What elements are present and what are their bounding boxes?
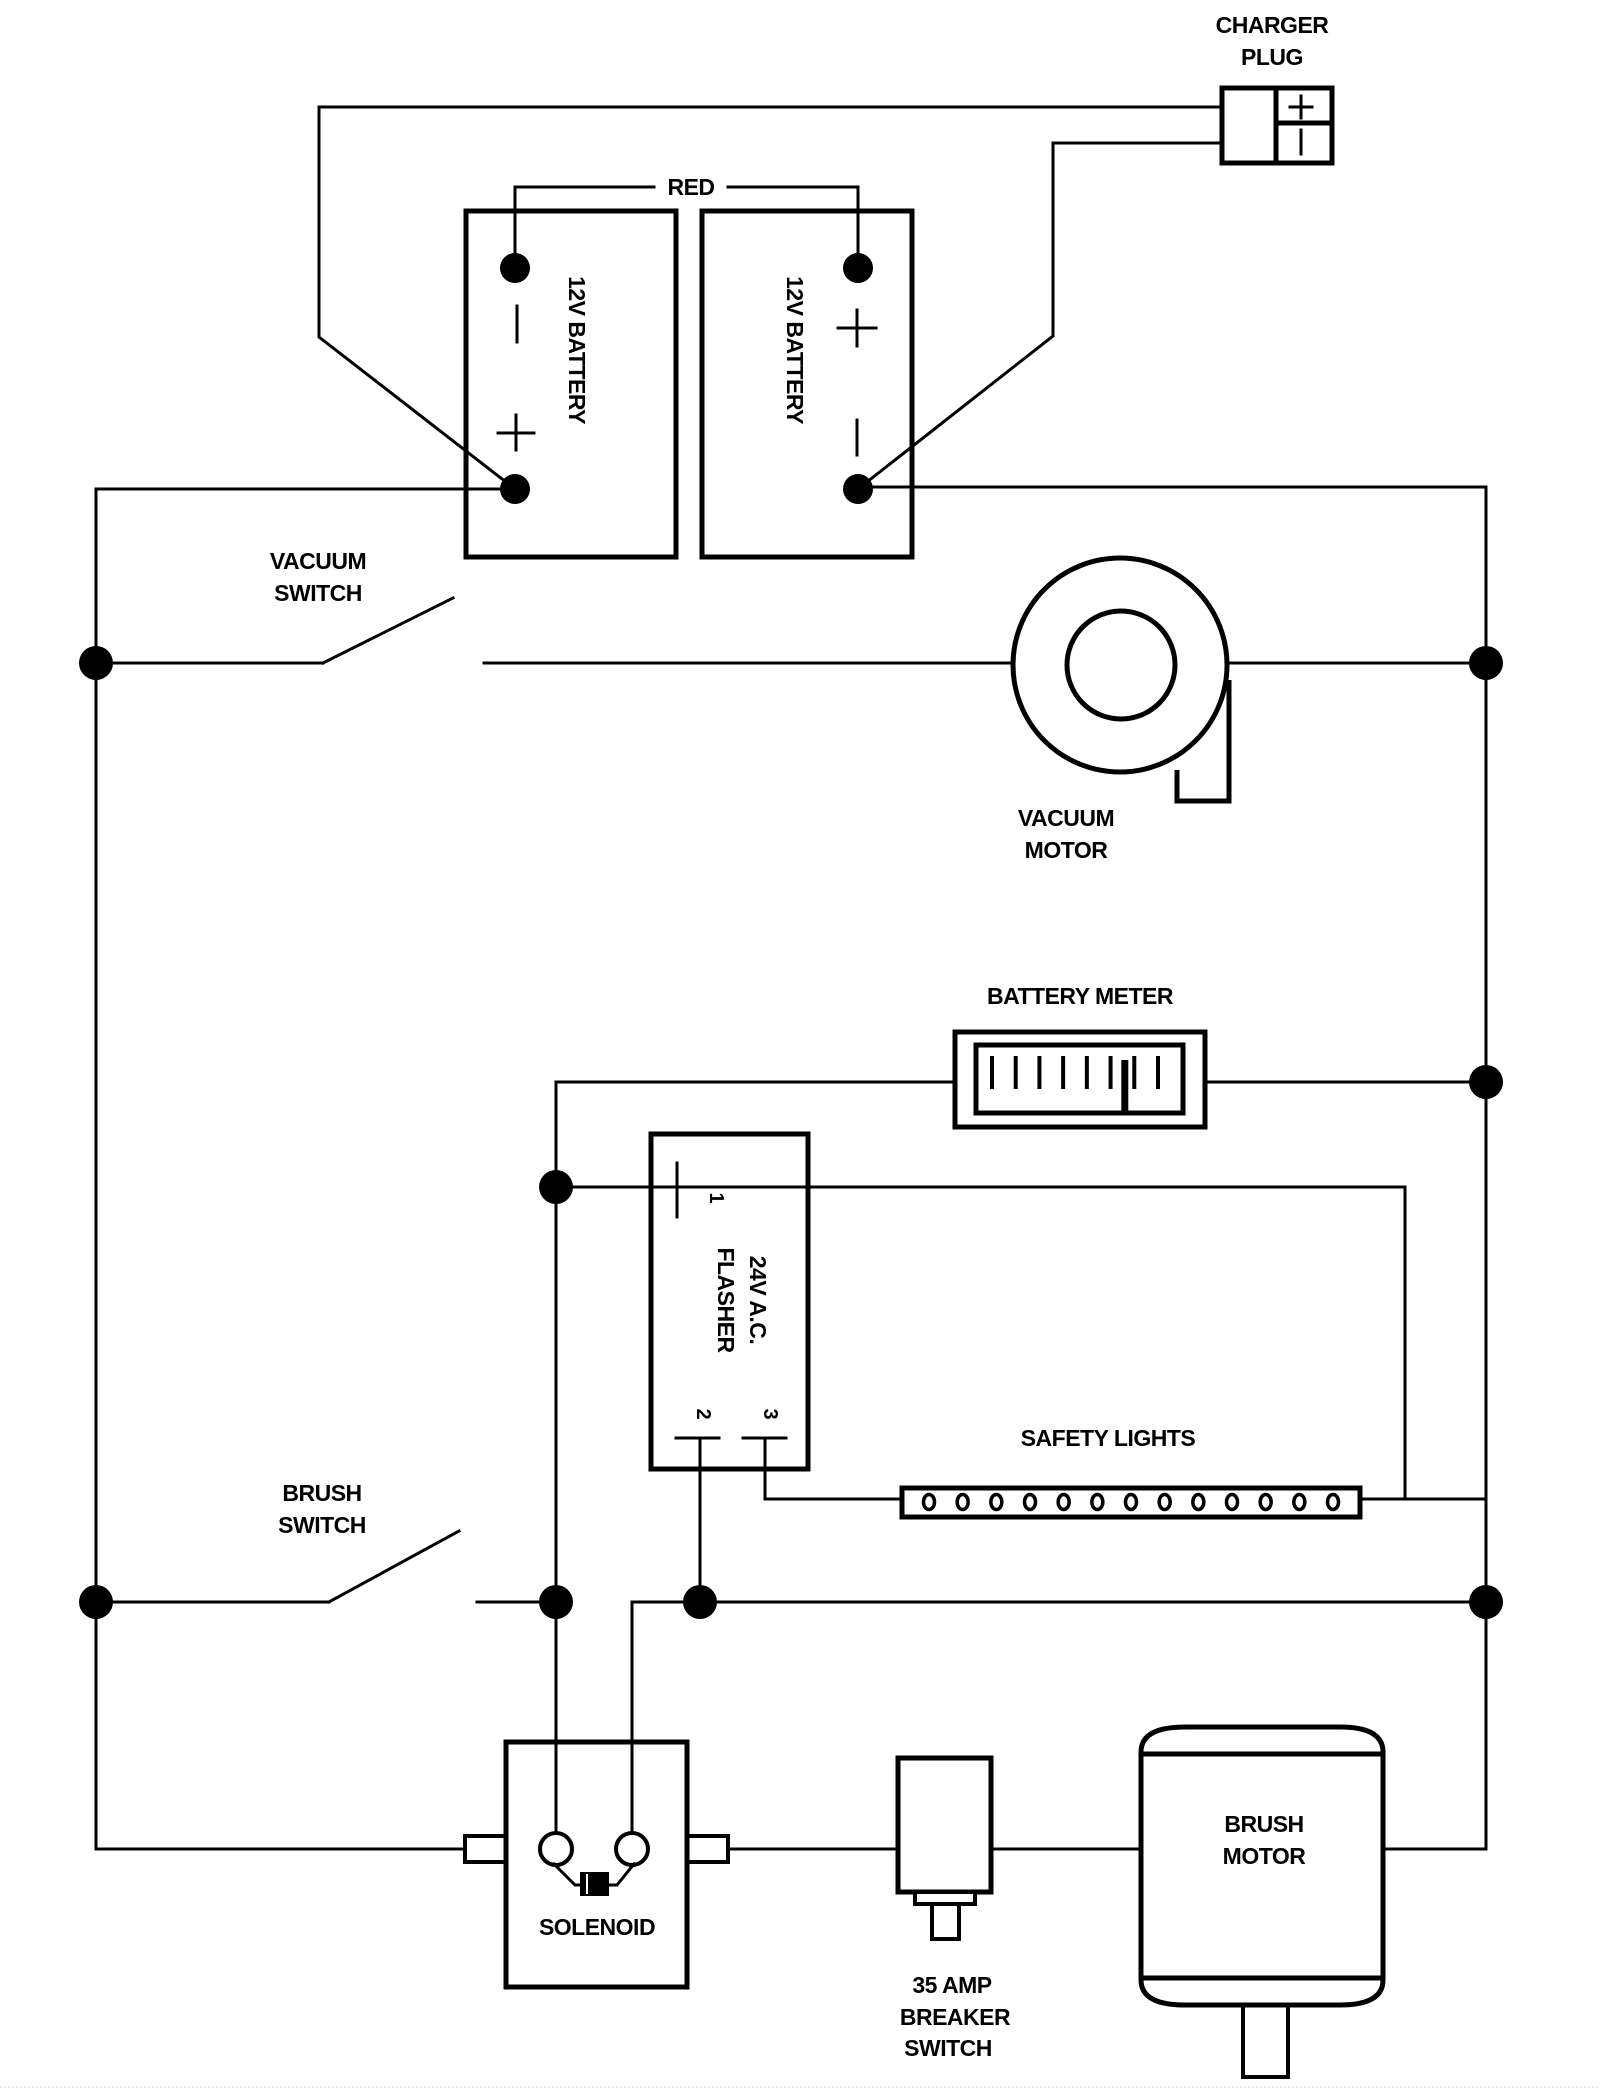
junction-dot <box>1469 1065 1503 1099</box>
battery-right-label: 12V BATTERY <box>782 276 808 424</box>
vacuum-switch-label-2: SWITCH <box>274 580 362 606</box>
red-wire-label: RED <box>667 174 714 200</box>
wire-charger-positive <box>317 105 1224 492</box>
flasher-terminal-3-label: 3 <box>759 1408 781 1419</box>
safety-lights-bulbs <box>921 1492 1341 1512</box>
battery-right-negative-terminal <box>843 474 873 504</box>
wire-red-left <box>513 185 656 270</box>
safety-lights-label: SAFETY LIGHTS <box>1021 1425 1196 1451</box>
junction-dot <box>683 1585 717 1619</box>
solenoid: SOLENOID <box>463 1739 730 1990</box>
wire-meter-left <box>554 1080 957 1604</box>
wire-flasher-terminal-1 <box>554 1185 1407 1501</box>
diode-lead-left <box>551 1861 583 1887</box>
safety-light-bulb-icon <box>1157 1492 1172 1512</box>
wire-flasher-terminal-3 <box>763 1436 903 1501</box>
battery-left-body <box>463 208 679 560</box>
wire-right-rail <box>856 485 1488 1851</box>
junction-dot <box>79 1585 113 1619</box>
solenoid-coil-terminal-right <box>614 1831 650 1867</box>
safety-lights: SAFETY LIGHTS <box>899 1425 1488 1520</box>
solenoid-coil-terminal-left <box>538 1831 574 1867</box>
safety-light-bulb-icon <box>1191 1492 1206 1512</box>
safety-light-bulb-icon <box>1090 1492 1105 1512</box>
wire-red-right <box>726 185 860 270</box>
brush-switch-label-1: BRUSH <box>282 1480 361 1506</box>
battery-right: 12V BATTERY <box>699 208 915 560</box>
safety-light-bulb-icon <box>1022 1492 1038 1512</box>
battery-left-negative-terminal <box>500 253 530 283</box>
safety-light-bulb-icon <box>955 1492 970 1512</box>
brush-motor-label-1: BRUSH <box>1224 1811 1303 1837</box>
vacuum-switch[interactable]: VACUUM SWITCH <box>94 548 1016 666</box>
junction-dot <box>1469 1585 1503 1619</box>
vacuum-motor-label-1: VACUUM <box>1018 805 1114 831</box>
solenoid-body <box>503 1739 690 1990</box>
plus-icon <box>1288 94 1314 120</box>
vacuum-switch-lever[interactable] <box>320 595 456 666</box>
breaker-body <box>895 1755 994 1895</box>
breaker-label-1: 35 AMP <box>912 1972 991 1998</box>
flasher-label-2: FLASHER <box>713 1247 739 1353</box>
safety-light-bulb-icon <box>1258 1492 1273 1512</box>
diode-icon <box>580 1872 609 1896</box>
brush-switch-label-2: SWITCH <box>278 1512 366 1538</box>
breaker-label-2: BREAKER <box>900 2004 1011 2030</box>
breaker-reset-button[interactable] <box>930 1902 961 1941</box>
wire-solenoid-coil-feed <box>630 1600 1488 1835</box>
plus-icon <box>836 308 878 348</box>
vacuum-switch-label-1: VACUUM <box>270 548 366 574</box>
breaker-label-3: SWITCH <box>904 2035 992 2061</box>
flasher: 1 24V A.C. FLASHER 2 3 <box>554 1131 1407 1604</box>
flasher-terminal-1-label: 1 <box>705 1192 727 1203</box>
junction-dot <box>79 646 113 680</box>
wire-charger-negative <box>855 141 1224 492</box>
safety-light-bulb-icon <box>989 1492 1004 1512</box>
battery-left: 12V BATTERY <box>463 208 679 560</box>
vacuum-motor-label-2: MOTOR <box>1025 837 1109 863</box>
flasher-label-1: 24V A.C. <box>745 1256 771 1344</box>
charger-plug-label-2: PLUG <box>1241 44 1303 70</box>
brush-motor-shaft <box>1241 2003 1290 2079</box>
brush-motor-label-2: MOTOR <box>1223 1843 1307 1869</box>
flasher-body <box>648 1131 811 1472</box>
safety-light-bulb-icon <box>1292 1492 1307 1512</box>
battery-meter-ticks <box>990 1056 1160 1089</box>
junction-dot <box>539 1585 573 1619</box>
battery-right-body <box>699 208 915 560</box>
battery-meter-dial <box>973 1042 1186 1116</box>
solenoid-label: SOLENOID <box>539 1914 655 1940</box>
flasher-terminal-2-label: 2 <box>692 1408 714 1419</box>
safety-light-bulb-icon <box>1325 1492 1341 1512</box>
battery-meter: BATTERY METER <box>554 983 1488 1604</box>
battery-left-label: 12V BATTERY <box>564 276 590 424</box>
battery-right-positive-terminal <box>843 253 873 283</box>
safety-light-bulb-icon <box>921 1492 937 1512</box>
solenoid-tab-left <box>463 1834 508 1864</box>
wire-left-rail <box>94 487 517 1851</box>
charger-plug: CHARGER PLUG <box>1216 12 1335 166</box>
brush-switch[interactable]: BRUSH SWITCH <box>94 1480 558 1605</box>
battery-meter-label: BATTERY METER <box>987 983 1174 1009</box>
vacuum-motor: VACUUM MOTOR <box>1010 555 1488 863</box>
solenoid-tab-right <box>685 1834 730 1864</box>
safety-light-bulb-icon <box>1056 1492 1071 1512</box>
vacuum-motor-housing <box>1010 555 1230 775</box>
junction-dot <box>1469 646 1503 680</box>
charger-plug-label-1: CHARGER <box>1216 12 1330 38</box>
safety-light-bulb-icon <box>1123 1492 1139 1512</box>
brush-switch-lever[interactable] <box>326 1528 462 1605</box>
safety-light-bulb-icon <box>1224 1492 1240 1512</box>
vacuum-motor-impeller <box>1064 608 1178 722</box>
brush-motor: BRUSH MOTOR <box>1138 1724 1386 2079</box>
breaker-switch[interactable]: 35 AMP BREAKER SWITCH <box>895 1755 1012 2061</box>
diode-lead-right <box>607 1861 637 1887</box>
junction-dot <box>539 1170 573 1204</box>
plus-icon <box>496 413 536 452</box>
